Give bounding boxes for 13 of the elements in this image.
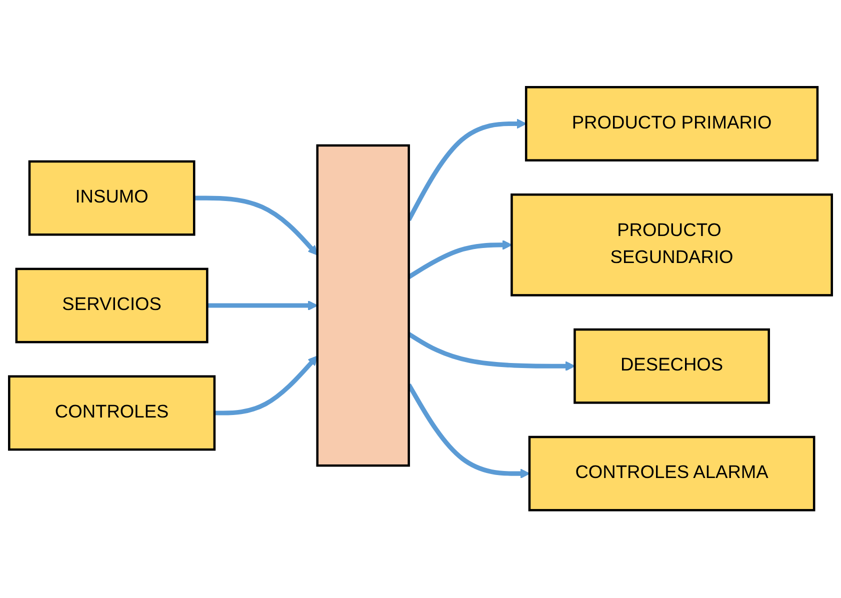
arrow [408, 332, 576, 372]
arrow [207, 300, 318, 311]
arrow [408, 240, 512, 280]
node-box: CONTROLES [8, 376, 216, 452]
node-box [316, 144, 410, 468]
node-box: PRODUCTO PRIMARIO [524, 86, 819, 162]
arrow [194, 196, 318, 256]
node-box: DESECHOS [574, 328, 770, 404]
node-box: INSUMO [28, 160, 196, 236]
node-box: CONTROLES ALARMA [528, 436, 816, 512]
node-box: PRODUCTO SEGUNDARIO [510, 194, 833, 297]
arrow [214, 356, 318, 416]
node-box: SERVICIOS [15, 268, 208, 344]
